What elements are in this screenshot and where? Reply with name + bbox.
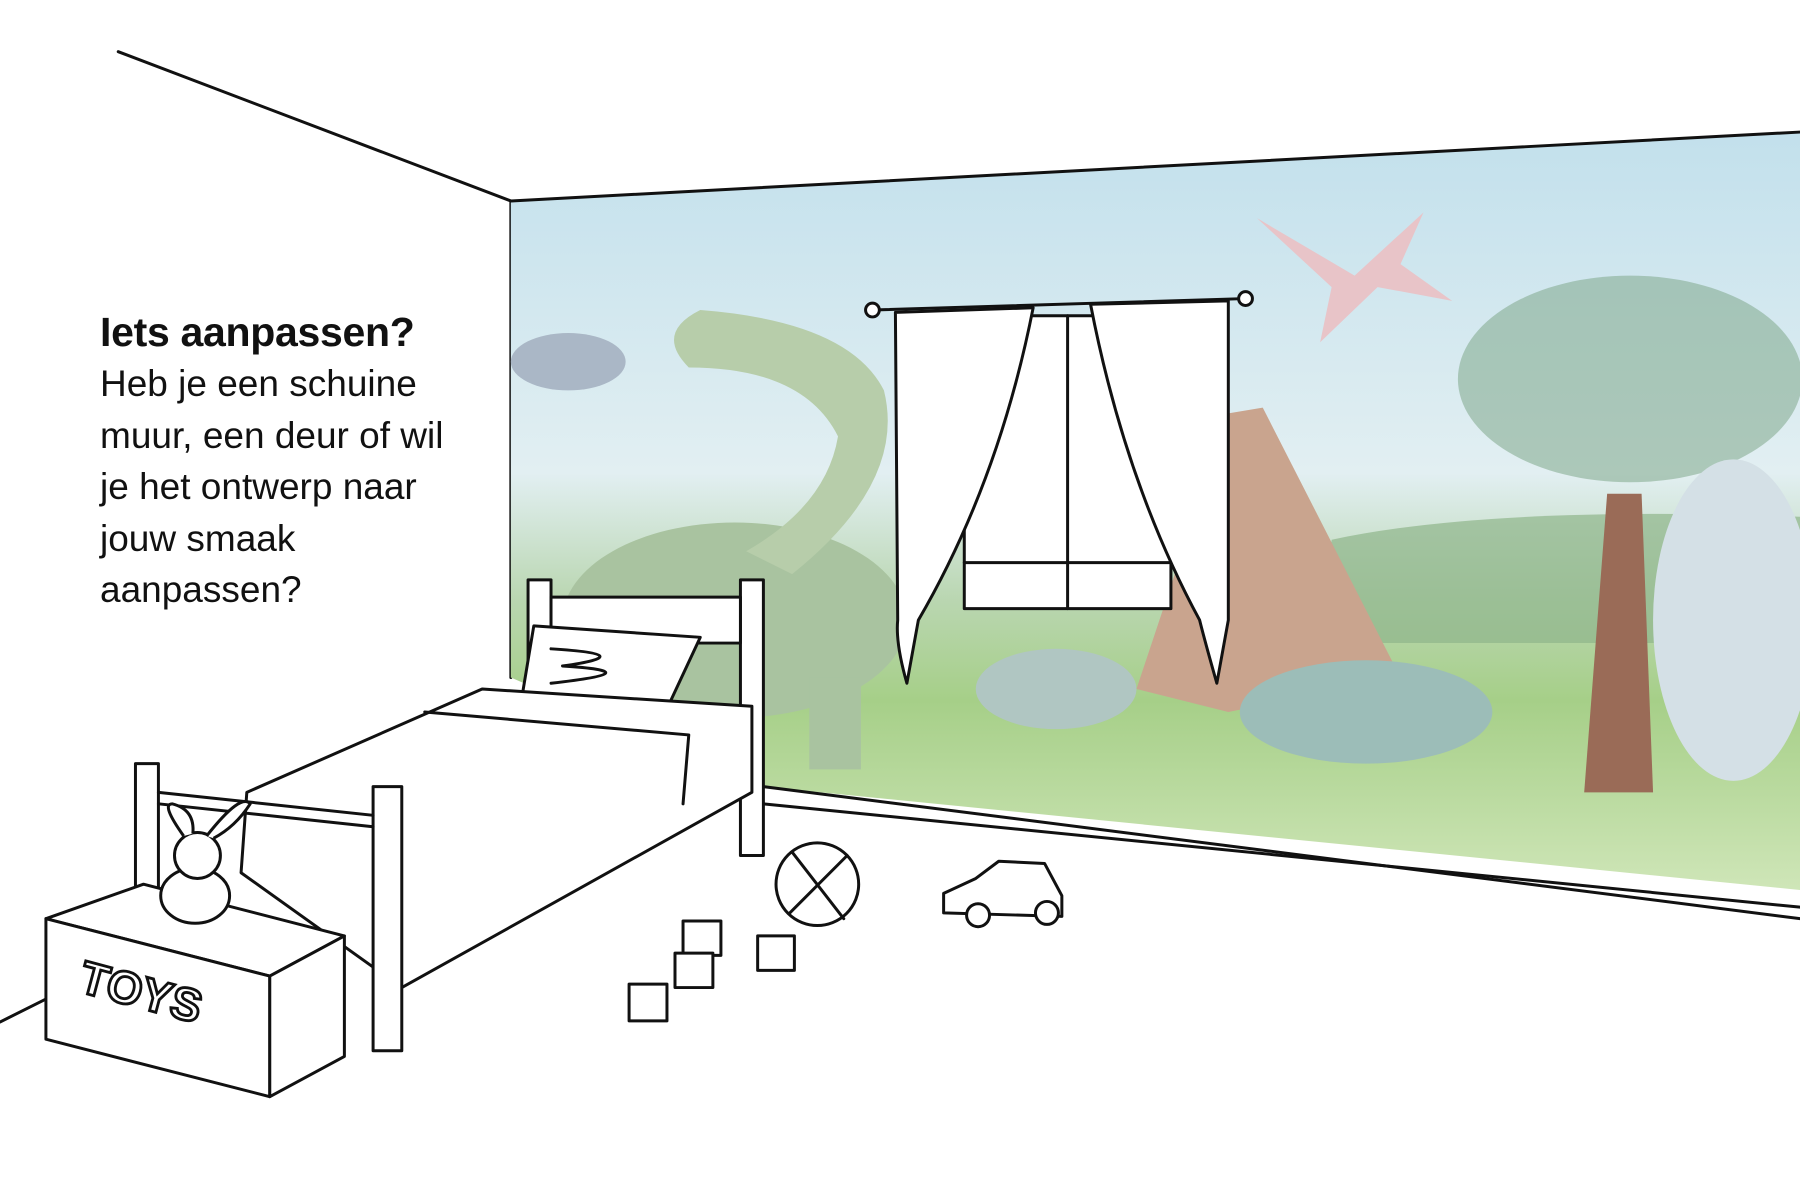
callout-line: aanpassen? (100, 569, 302, 610)
right-curtain (1089, 299, 1230, 685)
bed (133, 578, 765, 1053)
small-dino-head (510, 333, 626, 391)
callout-line: jouw smaak (100, 517, 296, 559)
blanket (239, 687, 754, 990)
left-floor-line (0, 997, 48, 1024)
ceiling-line (116, 50, 513, 203)
tree (1457, 275, 1800, 793)
t-rex (975, 648, 1137, 730)
ball (774, 841, 861, 928)
callout-heading: Iets aanpassen? (100, 309, 415, 355)
pterodactyl (1257, 212, 1453, 343)
callout-line: je het ontwerp naar (100, 466, 417, 507)
bunny-plush (159, 799, 252, 925)
left-curtain (893, 306, 1035, 685)
callout-line: Heb je een schuine (100, 363, 417, 404)
stegosaurus (1653, 459, 1800, 781)
toy-blocks (627, 919, 796, 1023)
customization-callout: Iets aanpassen? Heb je een schuine muur,… (100, 306, 500, 616)
callout-line: muur, een deur of wil (100, 414, 444, 456)
toy-car (942, 859, 1064, 929)
toy-box: TOYS (44, 882, 346, 1099)
window (864, 290, 1254, 685)
ankylosaurus (1239, 660, 1493, 764)
